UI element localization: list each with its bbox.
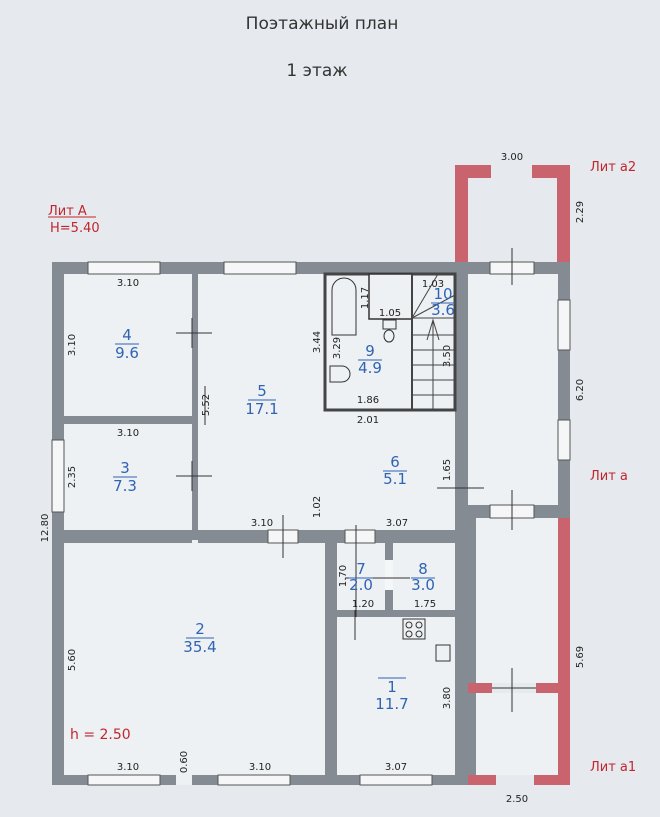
- lit-a1-room: [476, 518, 558, 683]
- lit-a1-bottom-left: [468, 775, 496, 785]
- dim: 3.07: [385, 762, 407, 773]
- dim: 1.02: [312, 496, 323, 518]
- room-number: 2: [195, 620, 205, 638]
- dim: 1.20: [352, 599, 374, 610]
- room-2: [64, 543, 325, 775]
- room-area: 11.7: [375, 695, 408, 713]
- dimension-markers: [176, 248, 536, 712]
- dim: 1.65: [442, 459, 453, 481]
- room-area: 17.1: [245, 400, 278, 418]
- lit-a1-partition-right: [536, 683, 560, 693]
- room-area: 4.9: [358, 359, 382, 377]
- lit-a2-top-right: [532, 165, 570, 178]
- room-height-label: h = 2.50: [70, 727, 131, 743]
- dim: 2.35: [67, 466, 78, 488]
- lit-a2-right-wall: [557, 165, 570, 262]
- dim: 6.20: [575, 379, 586, 401]
- dim: 3.10: [117, 762, 139, 773]
- dim: 1.03: [422, 279, 444, 290]
- dim: 0.60: [179, 751, 190, 773]
- dim: 5.60: [67, 649, 78, 671]
- room-area: 3.6: [431, 301, 455, 319]
- dim: 1.17: [360, 287, 371, 309]
- lit-a1-partition-left: [468, 683, 492, 693]
- room-number: 10: [433, 285, 452, 303]
- lit-a2-top-left: [455, 165, 491, 178]
- lit-a1-left-wall: [456, 505, 476, 785]
- door-gap: [385, 560, 393, 590]
- room-number: 3: [120, 459, 130, 477]
- dim: 3.07: [386, 518, 408, 529]
- bathtub-icon: [331, 277, 357, 336]
- lit-A-label: Лит А: [48, 204, 87, 219]
- dim: 5.69: [575, 646, 586, 668]
- dim: 3.80: [442, 687, 453, 709]
- dim: 2.29: [575, 201, 586, 223]
- dim: 5.52: [201, 394, 212, 416]
- lit-a1-porch: [476, 693, 558, 775]
- room-area: 3.0: [411, 576, 435, 594]
- room-number: 5: [257, 382, 267, 400]
- room-8: [393, 543, 455, 610]
- lit-a2-left-wall: [455, 165, 468, 262]
- door-gap: [192, 540, 198, 560]
- room-1: [337, 617, 455, 775]
- room-number: 6: [390, 453, 400, 471]
- dim: 2.50: [506, 794, 528, 805]
- stairs-icon: [411, 273, 456, 410]
- lit-a1-label: Лит а1: [590, 760, 636, 775]
- dim: 3.29: [332, 337, 343, 359]
- dim: 1.75: [414, 599, 436, 610]
- room-area: 2.0: [349, 576, 373, 594]
- entrance-gap: [176, 775, 192, 785]
- dim: 2.01: [357, 415, 379, 426]
- dim: 3.10: [117, 428, 139, 439]
- lit-a-room: [468, 274, 558, 505]
- lit-a-label: Лит а: [590, 469, 628, 484]
- room-number: 1: [387, 678, 397, 696]
- kitchen-sink-icon: [435, 644, 451, 662]
- dim: 3.44: [312, 331, 323, 353]
- room-number: 7: [356, 560, 366, 578]
- sink-icon: [329, 365, 351, 383]
- dim: 12.80: [40, 514, 51, 543]
- room-area: 5.1: [383, 470, 407, 488]
- room-area: 35.4: [183, 638, 216, 656]
- dim: 1.86: [357, 395, 379, 406]
- room-7: [337, 543, 385, 610]
- dim: 1.70: [338, 565, 349, 587]
- room-labels: 1 11.7 2 35.4 3 7.3 4 9.6 5 17.1 6 5.1 7…: [113, 285, 455, 713]
- toilet-icon: [382, 319, 397, 343]
- lit-a1-right-wall: [558, 518, 570, 785]
- room-area: 9.6: [115, 344, 139, 362]
- lit-a2-label: Лит а2: [590, 160, 636, 175]
- dim: 3.10: [249, 762, 271, 773]
- room-area: 7.3: [113, 477, 137, 495]
- room-number: 4: [122, 326, 132, 344]
- room-4: [64, 274, 192, 416]
- dim: 3.10: [67, 334, 78, 356]
- stove-icon: [402, 618, 426, 640]
- lit-a1-bottom-right: [534, 775, 570, 785]
- floor-label: 1 этаж: [286, 61, 347, 81]
- dimension-labels: 3.00 2.29 3.10 3.10 5.52 3.10 2.35 12.80…: [40, 152, 586, 805]
- dim: 3.10: [251, 518, 273, 529]
- dim: 3.50: [442, 345, 453, 367]
- plan-title: Поэтажный план: [246, 14, 399, 34]
- height-label: H=5.40: [50, 221, 100, 236]
- room-number: 9: [365, 342, 375, 360]
- windows: [51, 261, 571, 786]
- room-number: 8: [418, 560, 428, 578]
- dim: 3.00: [501, 152, 523, 163]
- dim: 3.10: [117, 278, 139, 289]
- dim: 1.05: [379, 308, 401, 319]
